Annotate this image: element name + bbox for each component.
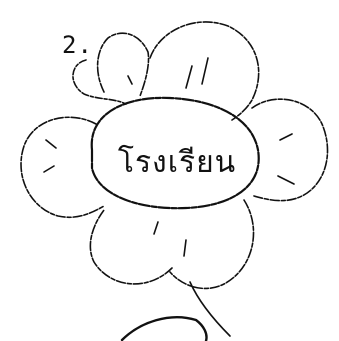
vein-top-left (128, 76, 132, 84)
petal-top-left (98, 33, 149, 96)
vein-bottom-1 (184, 240, 186, 256)
item-number: 2. (62, 33, 93, 57)
vein-top-2 (202, 58, 208, 84)
vein-right-2 (278, 176, 294, 184)
petal-bottom-left (90, 210, 172, 284)
vein-bottom-2 (154, 222, 158, 234)
vein-left-2 (44, 166, 54, 172)
vein-right-1 (280, 134, 292, 140)
vein-top-1 (186, 66, 192, 88)
petal-bottom-right (170, 200, 254, 288)
flower-leaf (122, 317, 207, 341)
flower-stem (190, 282, 230, 336)
vein-left-1 (46, 140, 56, 148)
center-word: โรงเรียน (88, 148, 266, 178)
